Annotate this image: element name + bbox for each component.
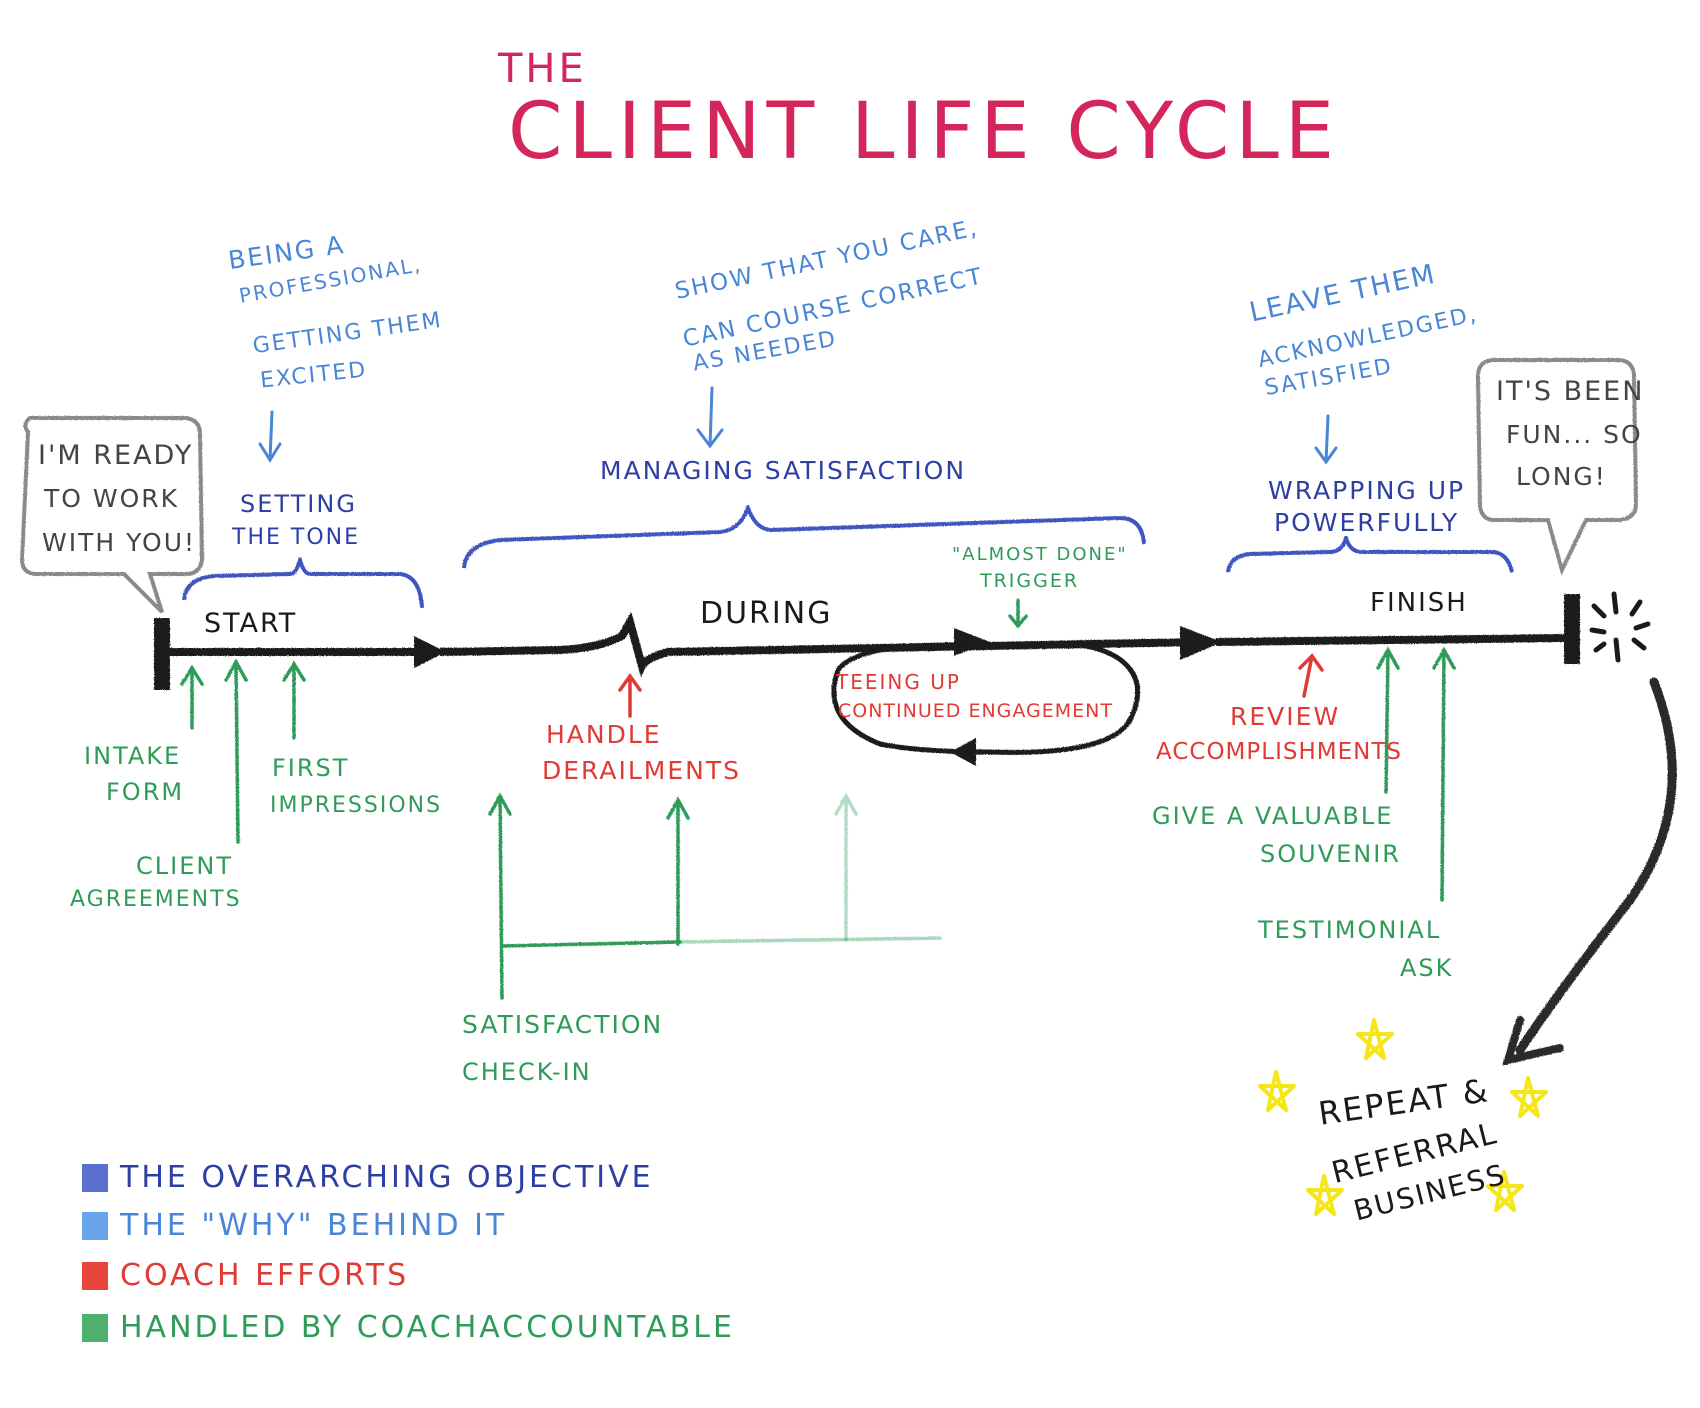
souvenir-arrow (1376, 646, 1400, 794)
review-accomplishments-line-2: accomplishments (1156, 739, 1402, 765)
timeline-arrow-2 (954, 628, 990, 656)
first-impressions-line-1: First (272, 754, 350, 782)
client-agreements-line-2: agreements (70, 887, 242, 912)
phase-label-start: Start (204, 608, 298, 639)
legend-item-objective: The overarching Objective (82, 1160, 654, 1195)
objective-start-line-2: the tone (232, 525, 360, 550)
bubble-start-line-3: with you! (42, 528, 197, 557)
stars (1258, 1018, 1548, 1216)
satisfaction-checkin-arrow-2 (666, 796, 690, 946)
spark-icon (1589, 591, 1651, 663)
brace-during (462, 502, 1146, 569)
star-icon (1486, 1170, 1524, 1212)
why-arrow-finish (1314, 414, 1338, 465)
timeline-arrow-3 (1180, 626, 1222, 660)
satisfaction-checkin-connector (500, 940, 682, 948)
souvenir-line-2: souvenir (1260, 840, 1401, 868)
why-arrow-start (258, 410, 282, 463)
speech-bubble-start (19, 416, 205, 614)
timeline-start-bar (154, 618, 170, 690)
legend-item-why: The "Why" behind it (82, 1208, 507, 1243)
satisfaction-checkin-arrow-3 (834, 792, 858, 942)
timeline-end-bar (1564, 594, 1580, 664)
almost-done-trigger-line-1: "Almost done" (952, 544, 1128, 565)
legend-swatch-coach-efforts (82, 1261, 108, 1290)
timeline (154, 594, 1580, 766)
legend-item-coachaccountable: Handled by CoachAccountable (82, 1310, 735, 1345)
client-agreements-arrow (224, 658, 248, 844)
satisfaction-checkin-connector-faded (678, 936, 942, 944)
legend-label: Handled by CoachAccountable (120, 1310, 735, 1345)
intake-form-line-1: Intake (84, 742, 182, 770)
objective-start-line-1: Setting (240, 490, 357, 518)
timeline-arrow-1 (414, 636, 446, 668)
star-icon (1510, 1076, 1548, 1118)
star-icon (1258, 1070, 1296, 1112)
legend-swatch-why (82, 1211, 108, 1240)
legend-item-coach-efforts: Coach efforts (82, 1258, 409, 1293)
bubble-start-line-1: I'm ready (38, 440, 194, 471)
legend-swatch-coachaccountable (82, 1313, 108, 1342)
satisfaction-checkin-line-2: check-in (462, 1058, 592, 1086)
review-accomplishments-line-1: Review (1230, 702, 1341, 731)
legend-label: The "Why" behind it (120, 1208, 508, 1243)
title-prefix: The (498, 46, 587, 92)
star-icon (1306, 1174, 1344, 1216)
testimonial-line-1: Testimonial (1258, 916, 1442, 944)
handle-derailments-line-1: Handle (546, 720, 662, 749)
page-title: Client Life Cycle (508, 87, 1341, 177)
brace-finish (1226, 530, 1514, 573)
handle-derailments-line-2: derailments (542, 756, 742, 785)
legend-swatch-objective (82, 1163, 108, 1192)
objective-during: Managing satisfaction (600, 456, 967, 485)
objective-finish-line-2: powerfully (1274, 508, 1460, 537)
bubble-end-line-3: long! (1516, 462, 1607, 491)
legend-label: Coach efforts (120, 1258, 410, 1293)
bubble-end-line-1: It's been (1496, 376, 1645, 407)
repeat-arrow (1502, 677, 1677, 1066)
star-icon (1356, 1018, 1394, 1060)
intake-form-line-2: form (106, 778, 185, 806)
review-accomplishments-arrow (1298, 653, 1324, 698)
teeing-up-line-2: continued engagement (838, 700, 1113, 722)
testimonial-line-2: ask (1400, 954, 1454, 982)
almost-done-arrow (1008, 598, 1028, 629)
satisfaction-checkin-arrow-1 (488, 792, 512, 1000)
first-impressions-line-2: impressions (270, 793, 443, 818)
intake-form-arrow (180, 664, 204, 730)
souvenir-line-1: Give a valuable (1152, 802, 1394, 830)
brace-start (182, 552, 424, 609)
first-impressions-arrow (282, 660, 306, 740)
satisfaction-checkin-line-1: Satisfaction (462, 1010, 664, 1039)
phase-label-during: During (700, 596, 833, 631)
phase-label-finish: Finish (1370, 588, 1468, 618)
testimonial-arrow (1432, 646, 1456, 902)
teeing-up-line-1: Teeing up (836, 670, 961, 694)
legend-label: The overarching Objective (120, 1160, 654, 1195)
continued-engagement-loop (831, 641, 1141, 755)
client-agreements-line-1: Client (136, 852, 233, 880)
handle-derailments-arrow (618, 672, 642, 718)
loop-arrow (950, 738, 976, 766)
bubble-end-line-2: fun... so (1506, 420, 1643, 449)
almost-done-trigger-line-2: trigger (980, 570, 1080, 592)
speech-bubble-end (1475, 358, 1639, 576)
why-arrow-during (696, 386, 724, 449)
bubble-start-line-2: to work (44, 484, 180, 513)
objective-finish-line-1: Wrapping up (1268, 476, 1466, 505)
